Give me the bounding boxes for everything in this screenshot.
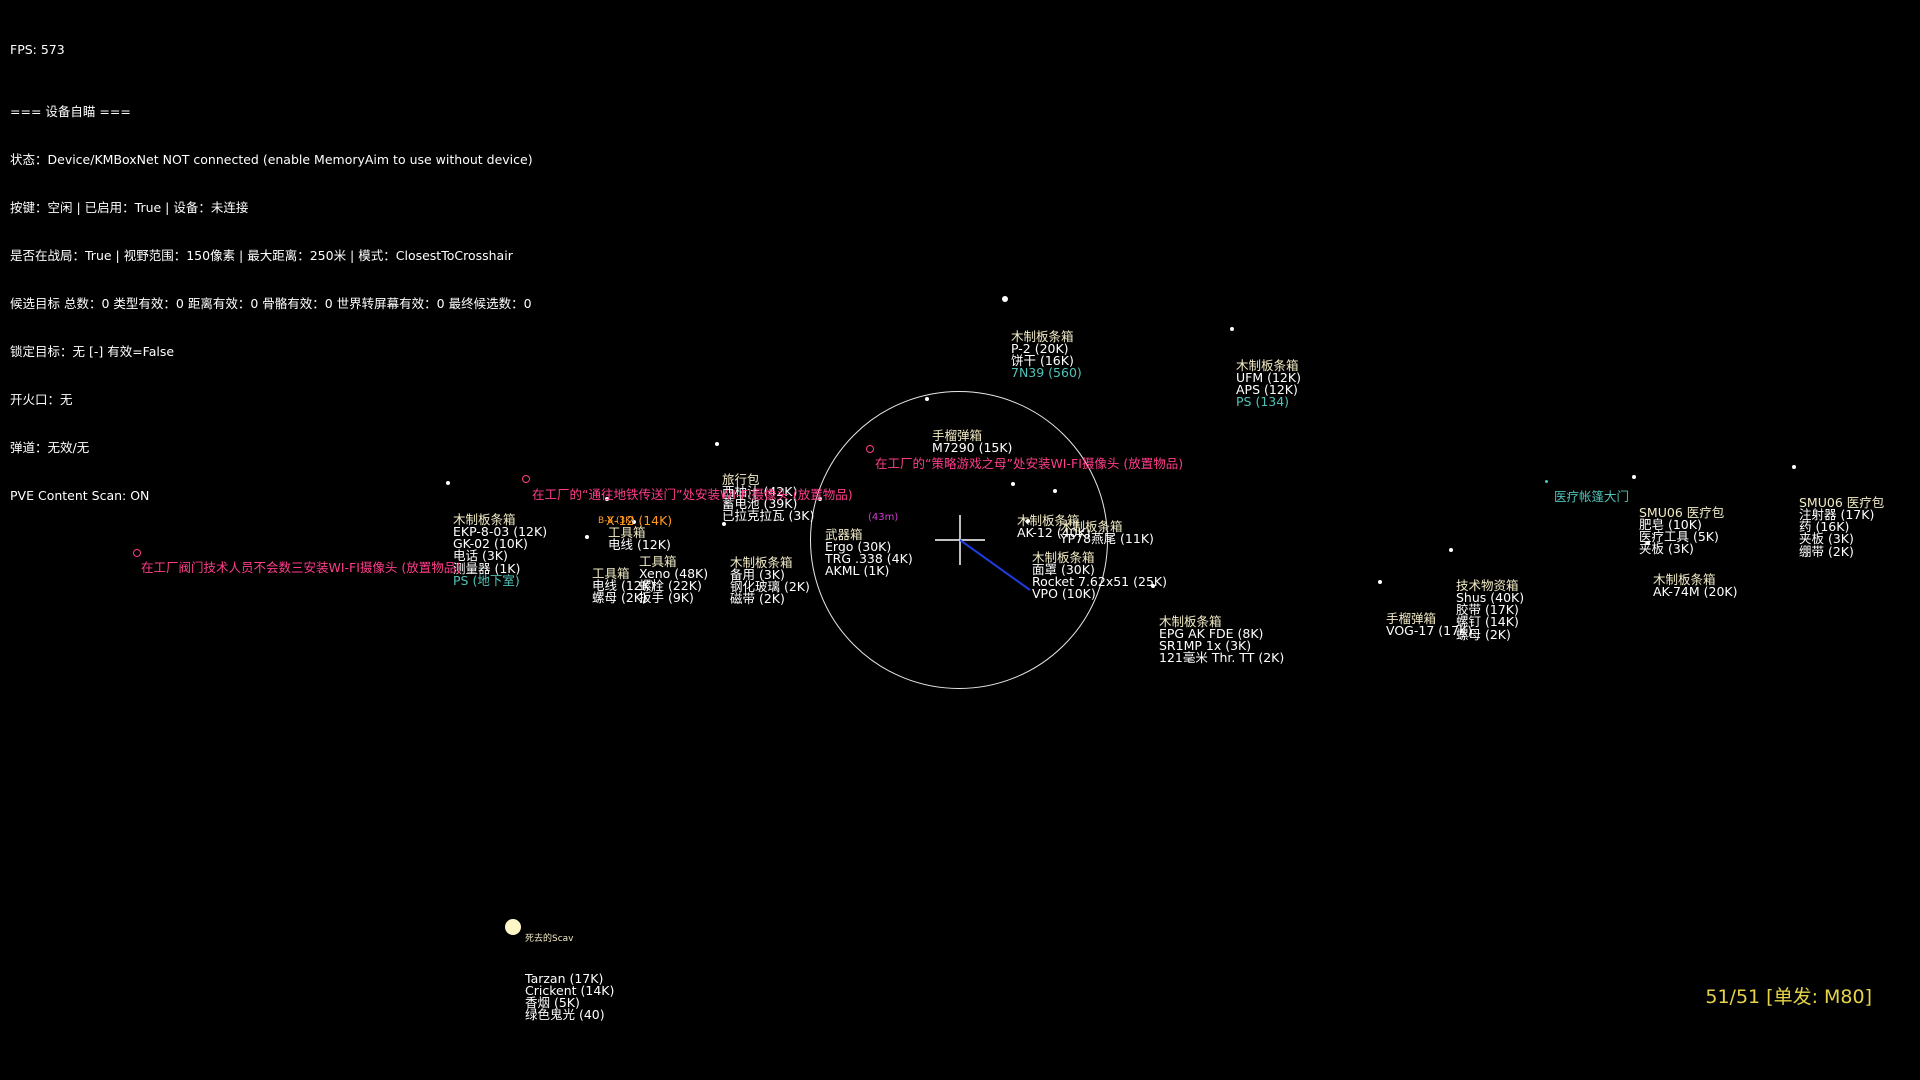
loot-box-label: SMU06 医疗包注射器 (17K)药 (16K)夹板 (3K)绷带 (2K) [1799, 494, 1885, 559]
hud-line: === 设备自瞄 === [10, 104, 131, 119]
distance-tag: (43m) [868, 512, 899, 523]
hud-line: 弹道：无效/无 [10, 440, 90, 455]
hud-line: 状态：Device/KMBoxNet NOT connected (enable… [10, 152, 533, 167]
item-label-orange: B-8 (3K) [598, 516, 635, 526]
corpse-marker [505, 919, 521, 935]
loot-marker [1792, 465, 1796, 469]
loot-marker [1449, 548, 1453, 552]
hud-line: PVE Content Scan: ON [10, 488, 150, 503]
item-label-orange: X-12 (14K) [606, 513, 673, 528]
loot-box-label: 工具箱电线 (12K) [608, 524, 671, 552]
quest-label: 在工厂阀门技术人员不会数三安装WI-FI摄像头 (放置物品) [141, 560, 462, 575]
quest-marker-icon [522, 475, 530, 483]
corpse-label: 死去的Scav [525, 934, 574, 944]
loot-box-label: SMU06 医疗包肥皂 (10K)医疗工具 (5K)夹板 (3K) [1639, 504, 1725, 557]
aim-line [959, 539, 1031, 591]
loot-box-label: 木制板条箱面罩 (30K)Rocket 7.62x51 (25K)VPO (10… [1032, 549, 1167, 602]
loot-marker [632, 520, 636, 524]
hud-line: 锁定目标：无 [-] 有效=False [10, 344, 175, 359]
loot-marker [925, 397, 929, 401]
corpse-loot: Tarzan (17K)Crickent (14K)香烟 (5K)绿色鬼光 (4… [525, 970, 615, 1023]
exit-label: 医疗帐篷大门 [1554, 489, 1630, 504]
loot-marker [722, 522, 726, 526]
hud-line: 按键：空闲 | 已启用：True | 设备：未连接 [10, 200, 249, 215]
debug-hud: FPS: 573 === 设备自瞄 === 状态：Device/KMBoxNet… [10, 10, 533, 520]
loot-marker [1011, 482, 1015, 486]
ammo-counter: 51/51 [单发: M80] [1705, 986, 1872, 1008]
loot-marker [1230, 327, 1234, 331]
loot-box-label: 旅行包西柚汁 (42K)蓄电池 (39K)已拉克拉瓦 (3K) [722, 471, 815, 524]
loot-marker [1053, 489, 1057, 493]
hud-line: 是否在战局：True | 视野范围：150像素 | 最大距离：250米 | 模式… [10, 248, 513, 263]
loot-marker [1002, 296, 1008, 302]
quest-marker-icon [866, 445, 874, 453]
quest-label: 在工厂的“策略游戏之母”处安装WI-FI摄像头 (放置物品) [875, 456, 1184, 471]
quest-label: 在工厂的“通往地铁传送门”处安装WI-FI摄像头 (放置物品) [532, 487, 853, 502]
loot-marker [446, 481, 450, 485]
hud-line: 开火口：无 [10, 392, 73, 407]
fov-circle [810, 391, 1108, 689]
loot-box-label: 木制板条箱备用 (3K)钢化玻璃 (2K)磁带 (2K) [730, 554, 810, 607]
loot-marker [1151, 584, 1155, 588]
fps-counter: FPS: 573 [10, 42, 65, 57]
loot-box-label: 工具箱电线 (12K)螺母 (2K) [592, 565, 655, 606]
loot-marker [818, 497, 822, 501]
exit-marker [1545, 480, 1548, 483]
loot-marker [1026, 519, 1030, 523]
hud-line: 候选目标 总数：0 类型有效：0 距离有效：0 骨骼有效：0 世界转屏幕有效：0… [10, 296, 532, 311]
loot-marker [715, 442, 719, 446]
loot-marker [1646, 541, 1650, 545]
loot-marker [1632, 475, 1636, 479]
loot-marker [1378, 580, 1382, 584]
loot-marker [605, 497, 609, 501]
loot-marker [585, 535, 589, 539]
quest-marker-icon [133, 549, 141, 557]
